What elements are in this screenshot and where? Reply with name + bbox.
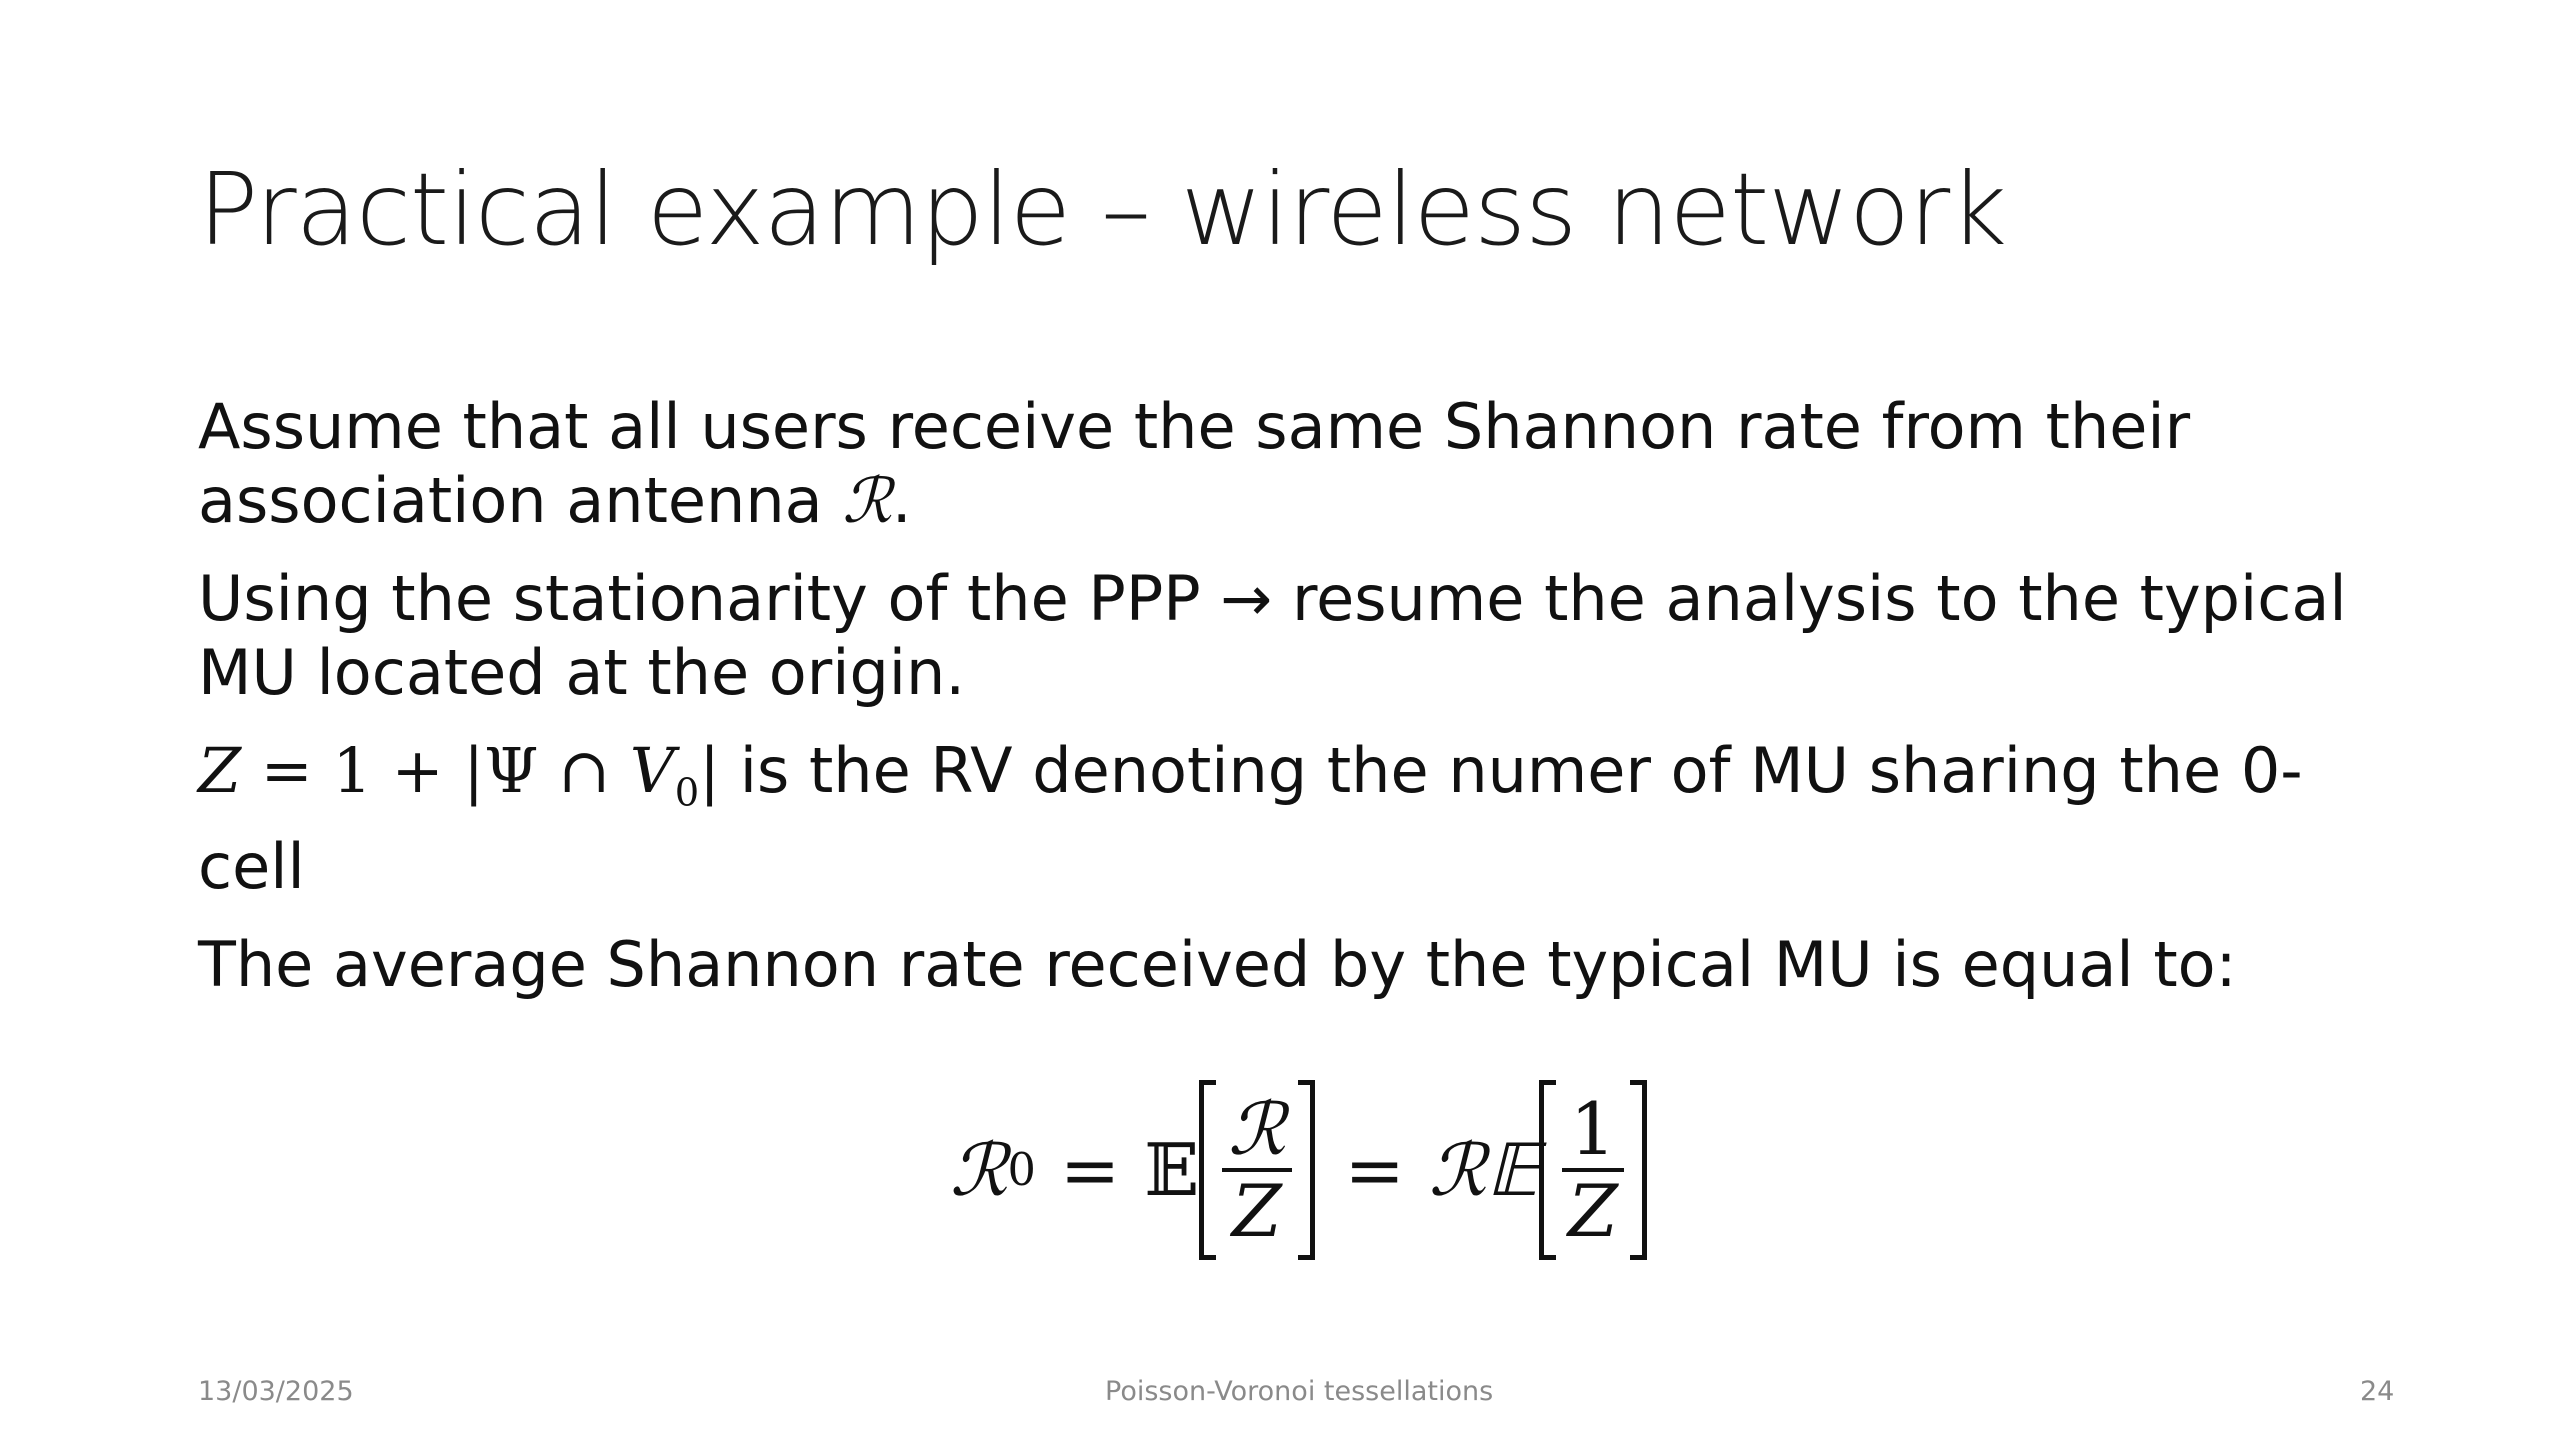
paragraph-text: association antenna <box>198 464 843 537</box>
slide-body: Assume that all users receive the same S… <box>198 390 2378 1026</box>
fraction-r-over-z: ℛ Z <box>1222 1087 1292 1253</box>
paragraph-line: association antenna ℛ. <box>198 464 2378 538</box>
math-expression: = 1 + |Ψ ∩ <box>241 734 630 807</box>
fraction-bar <box>1561 1168 1624 1172</box>
math-bar: | <box>699 734 721 807</box>
equation-lhs-subscript: 0 <box>1007 1144 1036 1196</box>
equation-lhs-symbol: ℛ <box>950 1128 1008 1212</box>
paragraph-line: The average Shannon rate received by the… <box>198 928 2237 1002</box>
footer-title: Poisson-Voronoi tessellations <box>1105 1376 1494 1407</box>
paragraph-stationarity: Using the stationarity of the PPP → resu… <box>198 562 2378 710</box>
paragraph-line: Z = 1 + |Ψ ∩ V0| is the RV denoting the … <box>198 734 2378 830</box>
slide-number: 24 <box>2360 1376 2395 1407</box>
math-z: Z <box>198 734 242 807</box>
paragraph-text: is the RV denoting the numer of MU shari… <box>720 734 2303 807</box>
paragraph-text: . <box>891 464 912 537</box>
expectation-symbol: 𝔼 <box>1144 1128 1200 1212</box>
fraction-one-over-z: 1 Z <box>1561 1087 1624 1253</box>
paragraph-line: Assume that all users receive the same S… <box>198 390 2191 463</box>
paragraph-line: Using the stationarity of the PPP → resu… <box>198 562 2347 635</box>
math-v: V <box>629 734 675 807</box>
fraction-denominator: Z <box>1231 1169 1282 1253</box>
left-bracket <box>1538 1080 1556 1260</box>
fraction-bar <box>1222 1168 1292 1172</box>
paragraph-shannon-rate: Assume that all users receive the same S… <box>198 390 2378 538</box>
fraction-denominator: Z <box>1567 1169 1618 1253</box>
paragraph-random-variable: Z = 1 + |Ψ ∩ V0| is the RV denoting the … <box>198 734 2378 904</box>
paragraph-average-rate: The average Shannon rate received by the… <box>198 928 2378 1002</box>
right-bracket <box>1629 1080 1647 1260</box>
left-bracket <box>1199 1080 1217 1260</box>
fraction-numerator: 1 <box>1569 1087 1616 1171</box>
footer-date: 13/03/2025 <box>198 1376 354 1407</box>
paragraph-line: cell <box>198 830 305 904</box>
paragraph-line: MU located at the origin. <box>198 636 966 709</box>
rate-symbol: ℛ <box>842 464 892 537</box>
slide-title: Practical example – wireless network <box>198 151 2007 268</box>
right-bracket <box>1297 1080 1315 1260</box>
equation-equals: = <box>1059 1128 1121 1212</box>
fraction-numerator: ℛ <box>1228 1087 1286 1171</box>
equation-rhs-prefix: ℛ𝔼 <box>1428 1128 1539 1212</box>
equation-equals: = <box>1344 1128 1405 1212</box>
math-subscript: 0 <box>674 770 700 816</box>
